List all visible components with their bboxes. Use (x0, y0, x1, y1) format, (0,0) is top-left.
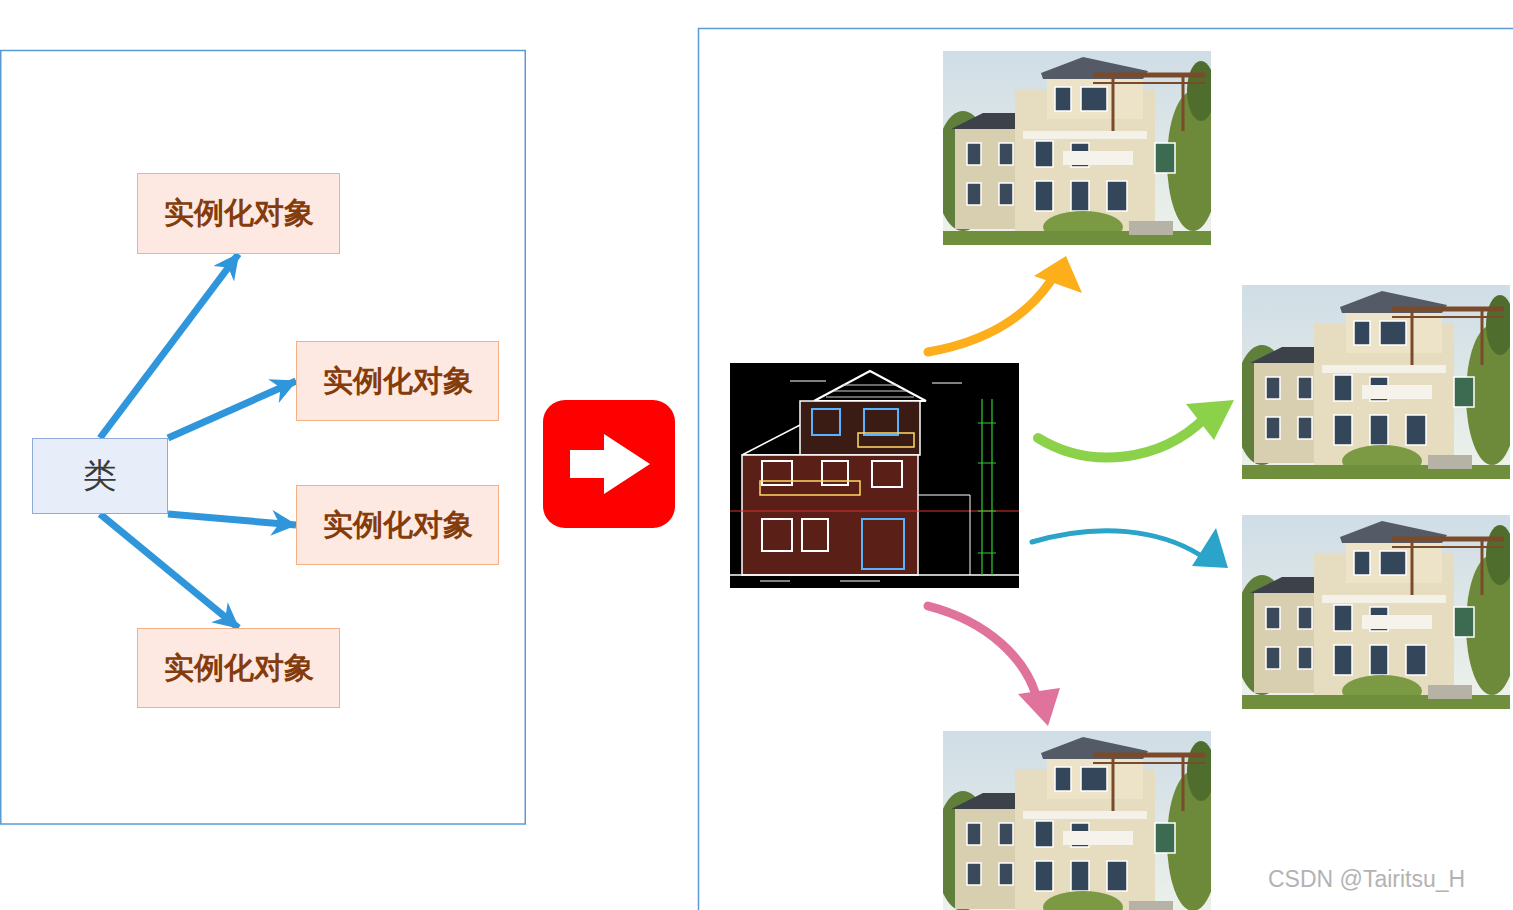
instantiate-arrow (100, 254, 239, 438)
node-text: 类 (83, 453, 117, 499)
house-photo (935, 51, 1219, 245)
watermark: CSDN @Tairitsu_H (1268, 866, 1465, 893)
instantiate-arrow (100, 514, 239, 628)
house-photo (1234, 515, 1513, 709)
node-text: 实例化对象 (164, 193, 314, 234)
object-box: 实例化对象 (137, 173, 340, 254)
next-button (543, 400, 675, 528)
node-text: 实例化对象 (164, 648, 314, 689)
class-box: 类 (32, 438, 168, 514)
object-box: 实例化对象 (296, 485, 499, 565)
node-text: 实例化对象 (323, 361, 473, 402)
panel-frame (1, 51, 526, 825)
curved-arrow (928, 606, 1060, 726)
object-box: 实例化对象 (296, 341, 499, 421)
instantiate-arrow (168, 514, 296, 525)
instantiate-arrow (168, 381, 296, 438)
curved-arrow (1038, 400, 1234, 457)
house-photo (935, 731, 1219, 910)
blueprint (730, 363, 1019, 588)
object-box: 实例化对象 (137, 628, 340, 708)
node-text: 实例化对象 (323, 505, 473, 546)
curved-arrow (1032, 528, 1228, 568)
curved-arrow (928, 256, 1082, 352)
house-photo (1234, 285, 1513, 479)
